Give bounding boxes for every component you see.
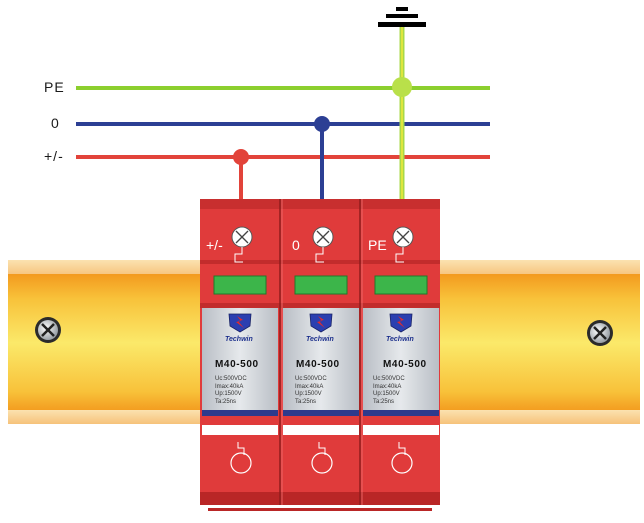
bottom-clamp bbox=[318, 442, 326, 455]
module-spec-list: Uc:500VDC Imax:40kA Up:1500V Ta:25ns bbox=[215, 376, 247, 406]
bottom-terminal-icon bbox=[391, 452, 413, 474]
bottom-band bbox=[363, 425, 439, 435]
spec-up: Up:1500V bbox=[373, 391, 400, 397]
module-spec-list: Uc:500VDC Imax:40kA Up:1500V Ta:25ns bbox=[373, 376, 405, 406]
label-panel-stripe bbox=[363, 410, 439, 416]
spec-ta: Ta:25ns bbox=[215, 398, 237, 405]
terminal-screw-slot bbox=[235, 230, 249, 244]
terminal-screw-slot bbox=[396, 230, 410, 244]
status-window bbox=[213, 275, 267, 295]
spec-ta: Ta:25ns bbox=[373, 398, 395, 405]
terminal-screw-slot bbox=[316, 230, 330, 244]
spec-up: Up:1500V bbox=[215, 391, 242, 397]
spec-imax: Imax:40kA bbox=[373, 383, 402, 390]
module-brand: Techwin bbox=[306, 336, 334, 343]
techwin-logo-icon bbox=[389, 313, 413, 333]
module-model: M40-500 bbox=[383, 359, 427, 370]
module-spec-list: Uc:500VDC Imax:40kA Up:1500V Ta:25ns bbox=[295, 376, 327, 406]
terminal-clamp bbox=[234, 247, 243, 263]
techwin-logo-icon bbox=[228, 313, 252, 333]
module-model: M40-500 bbox=[296, 359, 340, 370]
neutral-line-label: 0 bbox=[51, 115, 60, 131]
plus-minus-line-label: +/- bbox=[44, 148, 64, 164]
module-brand: Techwin bbox=[386, 336, 414, 343]
terminal-clamp bbox=[315, 247, 324, 263]
spec-uc: Uc:500VDC bbox=[295, 376, 327, 382]
module-terminal-label: +/- bbox=[206, 237, 223, 253]
screw-icon bbox=[587, 320, 613, 346]
spec-uc: Uc:500VDC bbox=[215, 376, 247, 382]
junction-dot-icon bbox=[233, 149, 249, 165]
bottom-terminal-icon bbox=[230, 452, 252, 474]
spec-uc: Uc:500VDC bbox=[373, 376, 405, 382]
module-parts bbox=[202, 226, 439, 474]
bottom-band bbox=[283, 425, 359, 435]
pe-line-label: PE bbox=[44, 79, 65, 95]
label-panel-stripe bbox=[202, 410, 278, 416]
junction-dot-icon bbox=[314, 116, 330, 132]
module-brand: Techwin bbox=[225, 336, 253, 343]
spec-ta: Ta:25ns bbox=[295, 398, 317, 405]
module-model: M40-500 bbox=[215, 359, 259, 370]
screw-icon bbox=[35, 317, 61, 343]
module-terminal-label: 0 bbox=[292, 237, 300, 253]
spec-imax: Imax:40kA bbox=[295, 383, 324, 390]
bottom-clamp bbox=[237, 442, 245, 455]
techwin-logo-icon bbox=[309, 313, 333, 333]
spec-imax: Imax:40kA bbox=[215, 383, 244, 390]
module-terminal-label: PE bbox=[368, 237, 387, 253]
bottom-terminal-icon bbox=[311, 452, 333, 474]
bottom-band bbox=[202, 425, 278, 435]
label-panel-stripe bbox=[283, 410, 359, 416]
junction-dot-icon bbox=[392, 77, 412, 97]
terminal-clamp bbox=[395, 247, 404, 263]
status-window bbox=[374, 275, 428, 295]
spec-up: Up:1500V bbox=[295, 391, 322, 397]
ground-symbol-icon bbox=[378, 7, 426, 27]
bottom-clamp bbox=[398, 442, 406, 455]
status-window bbox=[294, 275, 348, 295]
